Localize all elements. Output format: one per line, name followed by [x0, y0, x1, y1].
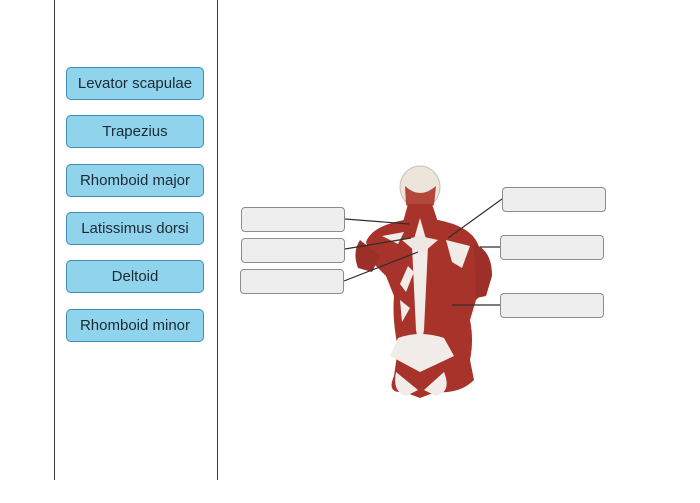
- drop-target-4[interactable]: [502, 187, 606, 212]
- label-trapezius[interactable]: Trapezius: [66, 115, 204, 148]
- drop-target-6[interactable]: [500, 293, 604, 318]
- right-divider: [217, 0, 218, 480]
- left-divider: [54, 0, 55, 480]
- label-rhomboid-minor[interactable]: Rhomboid minor: [66, 309, 204, 342]
- label-latissimus-dorsi[interactable]: Latissimus dorsi: [66, 212, 204, 245]
- drop-target-3[interactable]: [240, 269, 344, 294]
- label-rhomboid-major[interactable]: Rhomboid major: [66, 164, 204, 197]
- label-levator-scapulae[interactable]: Levator scapulae: [66, 67, 204, 100]
- drop-target-2[interactable]: [241, 238, 345, 263]
- label-deltoid[interactable]: Deltoid: [66, 260, 204, 293]
- drop-target-1[interactable]: [241, 207, 345, 232]
- drop-target-5[interactable]: [500, 235, 604, 260]
